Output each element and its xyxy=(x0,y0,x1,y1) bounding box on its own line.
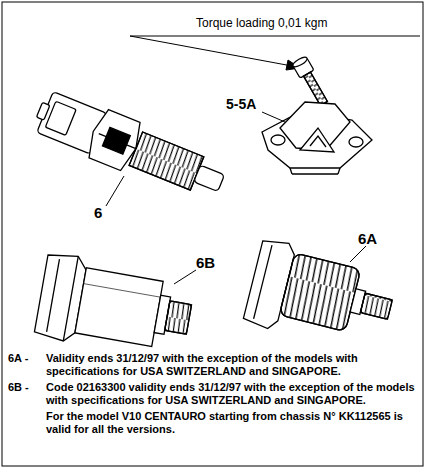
torque-note: Torque loading 0,01 kgm xyxy=(196,16,327,30)
sensor-6a xyxy=(242,237,399,356)
leader-line xyxy=(350,246,366,262)
note-text: Validity ends 31/12/97 with the exceptio… xyxy=(46,352,418,378)
sensor-6b xyxy=(34,251,197,362)
note-key: 6B - xyxy=(8,381,29,394)
note-key: 6A - xyxy=(8,352,28,365)
callout-number: 6B xyxy=(196,254,215,271)
bracket-5-5a xyxy=(262,102,372,174)
note-text: Code 02163300 validity ends 31/12/97 wit… xyxy=(46,381,418,407)
leader-line xyxy=(106,176,124,206)
leader-line xyxy=(262,112,285,122)
screw xyxy=(292,55,331,107)
callout-number: 5-5A xyxy=(226,96,256,112)
torque-leader xyxy=(130,36,420,70)
callout-number: 6A xyxy=(358,230,377,247)
leader-line xyxy=(174,270,196,284)
note-text: For the model V10 CENTAURO starting from… xyxy=(46,410,418,436)
sensor-6 xyxy=(30,86,231,208)
callout-number: 6 xyxy=(94,204,102,221)
